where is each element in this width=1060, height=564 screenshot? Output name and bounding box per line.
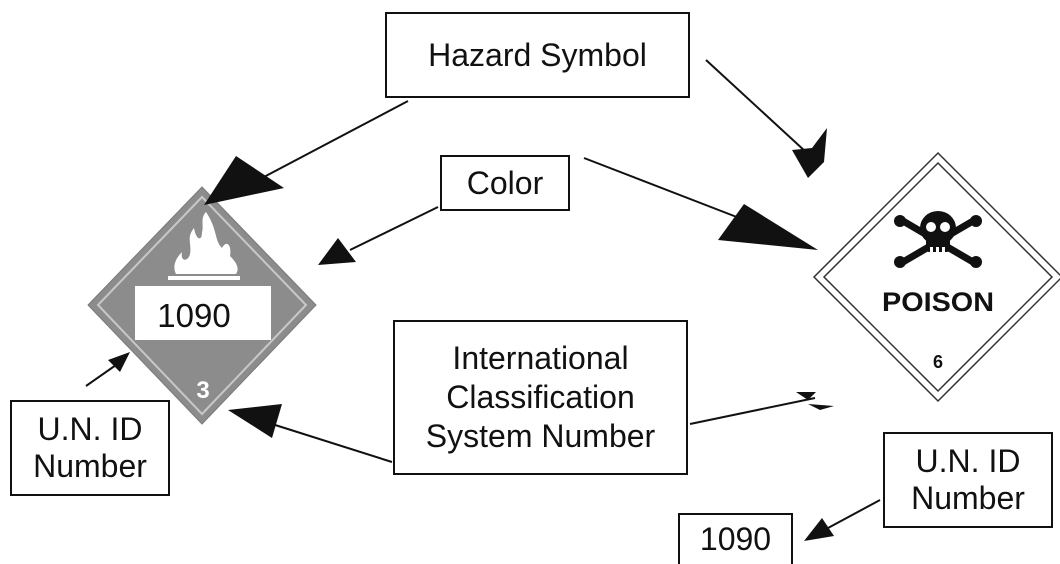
left-un-panel (135, 286, 271, 340)
label-un-id-right: U.N. ID Number (883, 432, 1053, 528)
label-un-id-right-line2: Number (911, 480, 1025, 516)
right-class-number: 6 (933, 352, 943, 372)
arrow-color-left (349, 206, 439, 251)
arrow-hazard-right (705, 59, 807, 153)
arrow-ics-left (271, 423, 393, 463)
arrows (85, 59, 881, 541)
label-ics-line1: International (452, 339, 629, 376)
label-un-id-left: U.N. ID Number (10, 400, 170, 496)
left-placard: 1090 3 (87, 186, 317, 425)
label-color-text: Color (466, 164, 544, 201)
label-standalone-number-text: 1090 (699, 521, 772, 557)
label-ics-line3: System Number (425, 418, 656, 455)
arrow-color-right-head (718, 204, 818, 250)
label-hazard-symbol: Hazard Symbol (385, 12, 690, 98)
right-placard-text: POISON (882, 287, 994, 317)
arrow-hazard-left (261, 100, 409, 179)
arrow-hazard-left-head (204, 156, 284, 205)
left-un-number: 1090 (157, 297, 230, 334)
arrow-ics-right-mark (808, 404, 834, 410)
left-class-number: 3 (196, 377, 209, 404)
label-ics-number: International Classification System Numb… (393, 320, 688, 475)
right-placard: POISON 6 (812, 151, 1060, 403)
label-un-id-left-line1: U.N. ID (37, 411, 143, 448)
arrow-unid-right-head (804, 518, 834, 541)
arrow-hazard-right-head (792, 128, 827, 178)
label-color: Color (440, 155, 570, 211)
arrow-unid-left (85, 364, 117, 387)
arrow-color-left-head (318, 238, 356, 265)
label-un-id-left-text: U.N. ID Number (33, 411, 147, 485)
label-un-id-left-line2: Number (33, 448, 147, 484)
arrow-unid-right (827, 499, 881, 529)
arrow-color-right (583, 157, 761, 227)
skull-crossbones-icon (894, 211, 982, 268)
label-un-id-right-line1: U.N. ID (915, 443, 1021, 480)
label-hazard-symbol-text: Hazard Symbol (428, 36, 647, 73)
label-ics-line2: Classification (446, 378, 635, 415)
arrow-ics-left-head (228, 404, 282, 438)
label-standalone-number: 1090 (678, 513, 793, 564)
label-ics-text: International Classification System Numb… (426, 339, 655, 456)
arrow-unid-left-head (108, 352, 130, 372)
flame-icon (168, 212, 240, 280)
arrow-ics-right-head (796, 392, 816, 400)
arrow-ics-right (689, 397, 816, 425)
label-un-id-right-text: U.N. ID Number (911, 443, 1025, 517)
